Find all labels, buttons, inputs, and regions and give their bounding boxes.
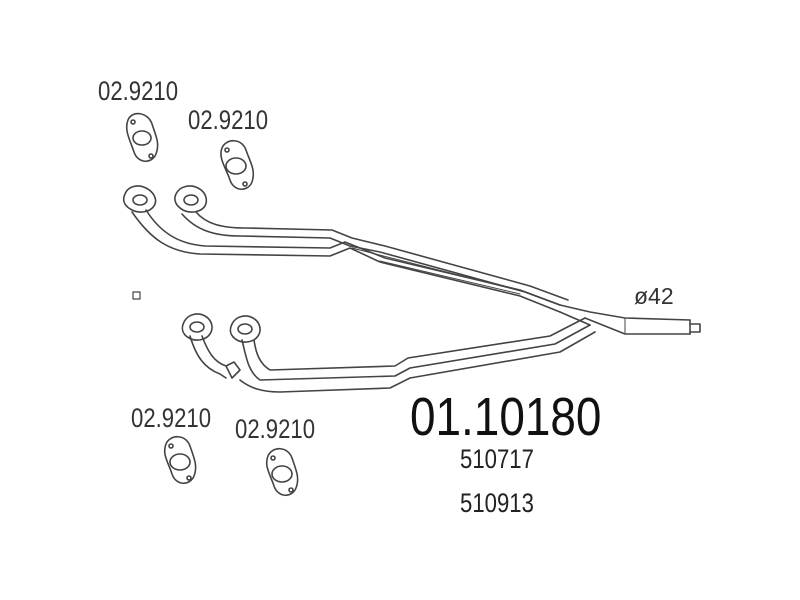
upper-pipe-pair <box>131 209 569 313</box>
small-square-marker <box>132 291 141 300</box>
gasket-3 <box>163 435 197 485</box>
gasket-label: 02.9210 <box>131 403 212 433</box>
y-merge-outlet <box>559 304 701 335</box>
gasket-4 <box>265 447 299 497</box>
lower-flange-left <box>181 313 213 341</box>
gasket-label: 02.9210 <box>188 105 269 135</box>
reference-number: 510913 <box>460 488 534 518</box>
main-part-number: 01.10180 <box>410 387 602 447</box>
gasket-2 <box>220 139 255 191</box>
gasket-label: 02.9210 <box>235 414 316 444</box>
diameter-label: ø42 <box>634 283 674 309</box>
gasket-1 <box>125 112 159 163</box>
upper-flange-right <box>174 185 208 213</box>
gasket-label: 02.9210 <box>98 76 179 106</box>
lower-pipe-pair <box>189 317 596 393</box>
lower-flange-right <box>229 315 261 343</box>
reference-number: 510717 <box>460 444 534 474</box>
upper-flange-left <box>122 185 157 213</box>
